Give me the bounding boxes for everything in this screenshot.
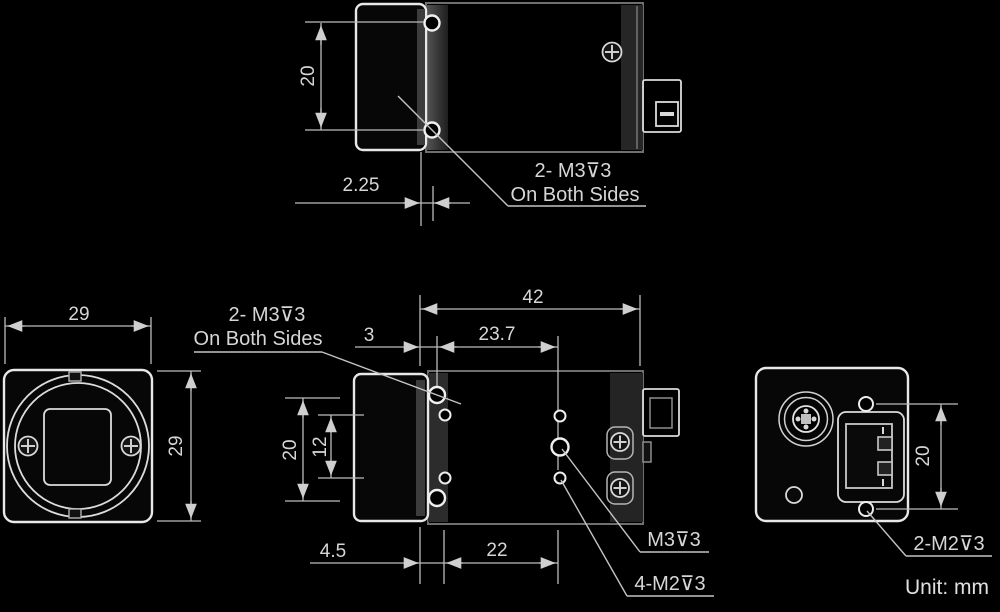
mount-hole — [427, 488, 447, 508]
body-front-band — [426, 5, 448, 150]
ring-notch — [68, 508, 82, 519]
note-m2-thread: 2-M2⊽3 — [913, 533, 984, 555]
mount-hole — [553, 409, 567, 423]
phillips-screw-icon — [120, 435, 142, 457]
dim-side-front-to-m2: 4.5 — [320, 541, 346, 562]
unit-note: Unit: mm — [905, 576, 989, 599]
mount-hole — [423, 14, 441, 32]
mount-hole — [438, 408, 452, 422]
note-thread-line1: 2- M3⊽3 — [229, 304, 306, 326]
leader-line — [560, 479, 628, 597]
connector-tab — [642, 441, 652, 463]
note-thread-line2: On Both Sides — [194, 328, 323, 350]
connector-tab — [877, 461, 893, 476]
connector-tab — [877, 436, 893, 451]
note-m2-thread: 4-M2⊽3 — [634, 573, 705, 595]
front-plate-outline — [354, 2, 428, 152]
leader-line — [397, 95, 509, 207]
dim-side-m2-span: 22 — [486, 540, 507, 561]
dim-front-width: 29 — [68, 304, 89, 325]
front-plate-outline — [352, 372, 430, 523]
dim-side-m3-spacing: 20 — [280, 439, 301, 460]
dim-side-front-to-hole: 3 — [364, 325, 375, 346]
mount-hole — [858, 501, 874, 517]
screw-pocket — [606, 471, 634, 505]
plate-shading — [417, 9, 425, 145]
back-view: 20 2-M2⊽3 — [754, 366, 992, 557]
phillips-screw-icon — [17, 435, 39, 457]
phillips-screw-icon — [610, 432, 630, 452]
connector-key — [801, 414, 811, 424]
body-back-band — [621, 5, 643, 150]
leader-line — [866, 510, 907, 557]
side-view: 42 3 23.7 20 12 4.5 22 — [194, 287, 714, 597]
dim-side-hole-span: 23.7 — [479, 324, 516, 345]
camera-front-face — [2, 368, 154, 524]
leader-line — [561, 448, 641, 553]
note-m3-thread: M3⊽3 — [647, 529, 701, 551]
dim-back-screw-spacing: 20 — [913, 445, 934, 466]
dim-top-height: 20 — [298, 65, 319, 86]
screw-pocket — [606, 426, 634, 460]
note-thread-line1: 2- M3⊽3 — [535, 160, 612, 182]
io-connector-plug — [845, 423, 893, 489]
io-connector — [642, 388, 680, 437]
io-connector — [642, 79, 682, 133]
dim-side-m2-spacing: 12 — [310, 436, 331, 457]
mount-hole — [553, 471, 567, 485]
m8-connector — [778, 391, 834, 447]
leader-line — [321, 351, 462, 405]
io-connector-recess — [837, 411, 905, 503]
phillips-screw-icon — [610, 478, 630, 498]
mount-hole — [858, 396, 874, 412]
plate-shading — [416, 380, 425, 516]
top-view: 20 2.25 2- M3⊽3 On Both Sides — [295, 2, 682, 226]
dim-front-height: 29 — [166, 435, 187, 456]
ring-notch — [68, 371, 82, 382]
dim-top-hole-offset: 2.25 — [343, 175, 380, 196]
mount-hole — [550, 437, 570, 457]
mount-hole — [438, 471, 452, 485]
io-connector-opening — [655, 101, 679, 127]
note-thread-line2: On Both Sides — [511, 184, 640, 206]
dim-side-length: 42 — [522, 287, 543, 308]
led-indicator — [785, 486, 803, 504]
io-connector-opening — [649, 397, 673, 429]
sensor-window — [43, 408, 112, 486]
phillips-screw-icon — [601, 41, 623, 63]
front-view: 29 29 — [2, 304, 201, 524]
